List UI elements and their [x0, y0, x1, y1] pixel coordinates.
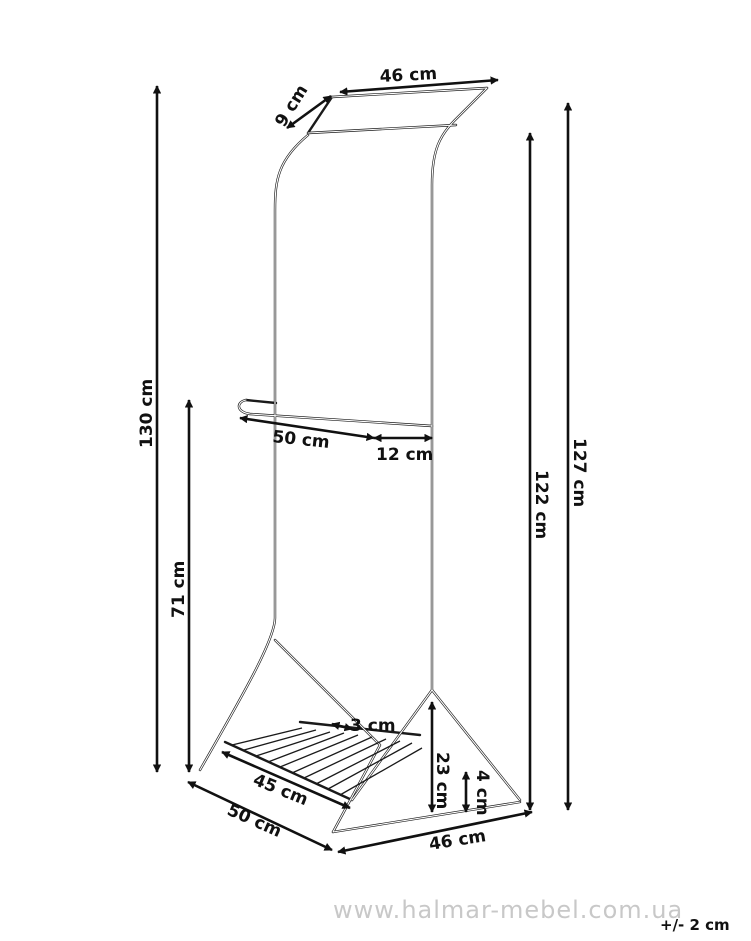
label-top-width: 46 cm — [379, 64, 437, 87]
arrow-top-depth — [286, 94, 332, 130]
label-frame-height: 122 cm — [531, 470, 551, 539]
arrow-base-depth — [187, 780, 333, 852]
dimension-labels: 130 cm 71 cm 46 cm 9 cm 50 cm 12 cm 122 … — [137, 64, 589, 855]
label-side-height: 127 cm — [569, 438, 589, 507]
dimension-arrows — [152, 76, 573, 855]
label-total-height: 130 cm — [137, 379, 157, 448]
frame-inner — [199, 87, 521, 833]
arrow-rail-length — [239, 414, 375, 442]
arrow-shelf-gap — [331, 721, 353, 732]
label-rail-offset: 12 cm — [376, 445, 433, 465]
arrow-top-width — [339, 76, 499, 96]
label-shelf-gap: 3 cm — [350, 716, 396, 736]
watermark: www.halmar-mebel.com.ua — [333, 896, 683, 924]
label-base-depth: 50 cm — [224, 800, 285, 842]
label-shelf-thickness: 4 cm — [472, 770, 492, 816]
arrow-base-width — [337, 809, 533, 855]
label-rail-height: 71 cm — [169, 561, 189, 618]
tolerance-note: +/- 2 cm — [660, 916, 730, 934]
label-top-depth: 9 cm — [271, 81, 312, 130]
label-shelf-height: 23 cm — [432, 752, 452, 809]
